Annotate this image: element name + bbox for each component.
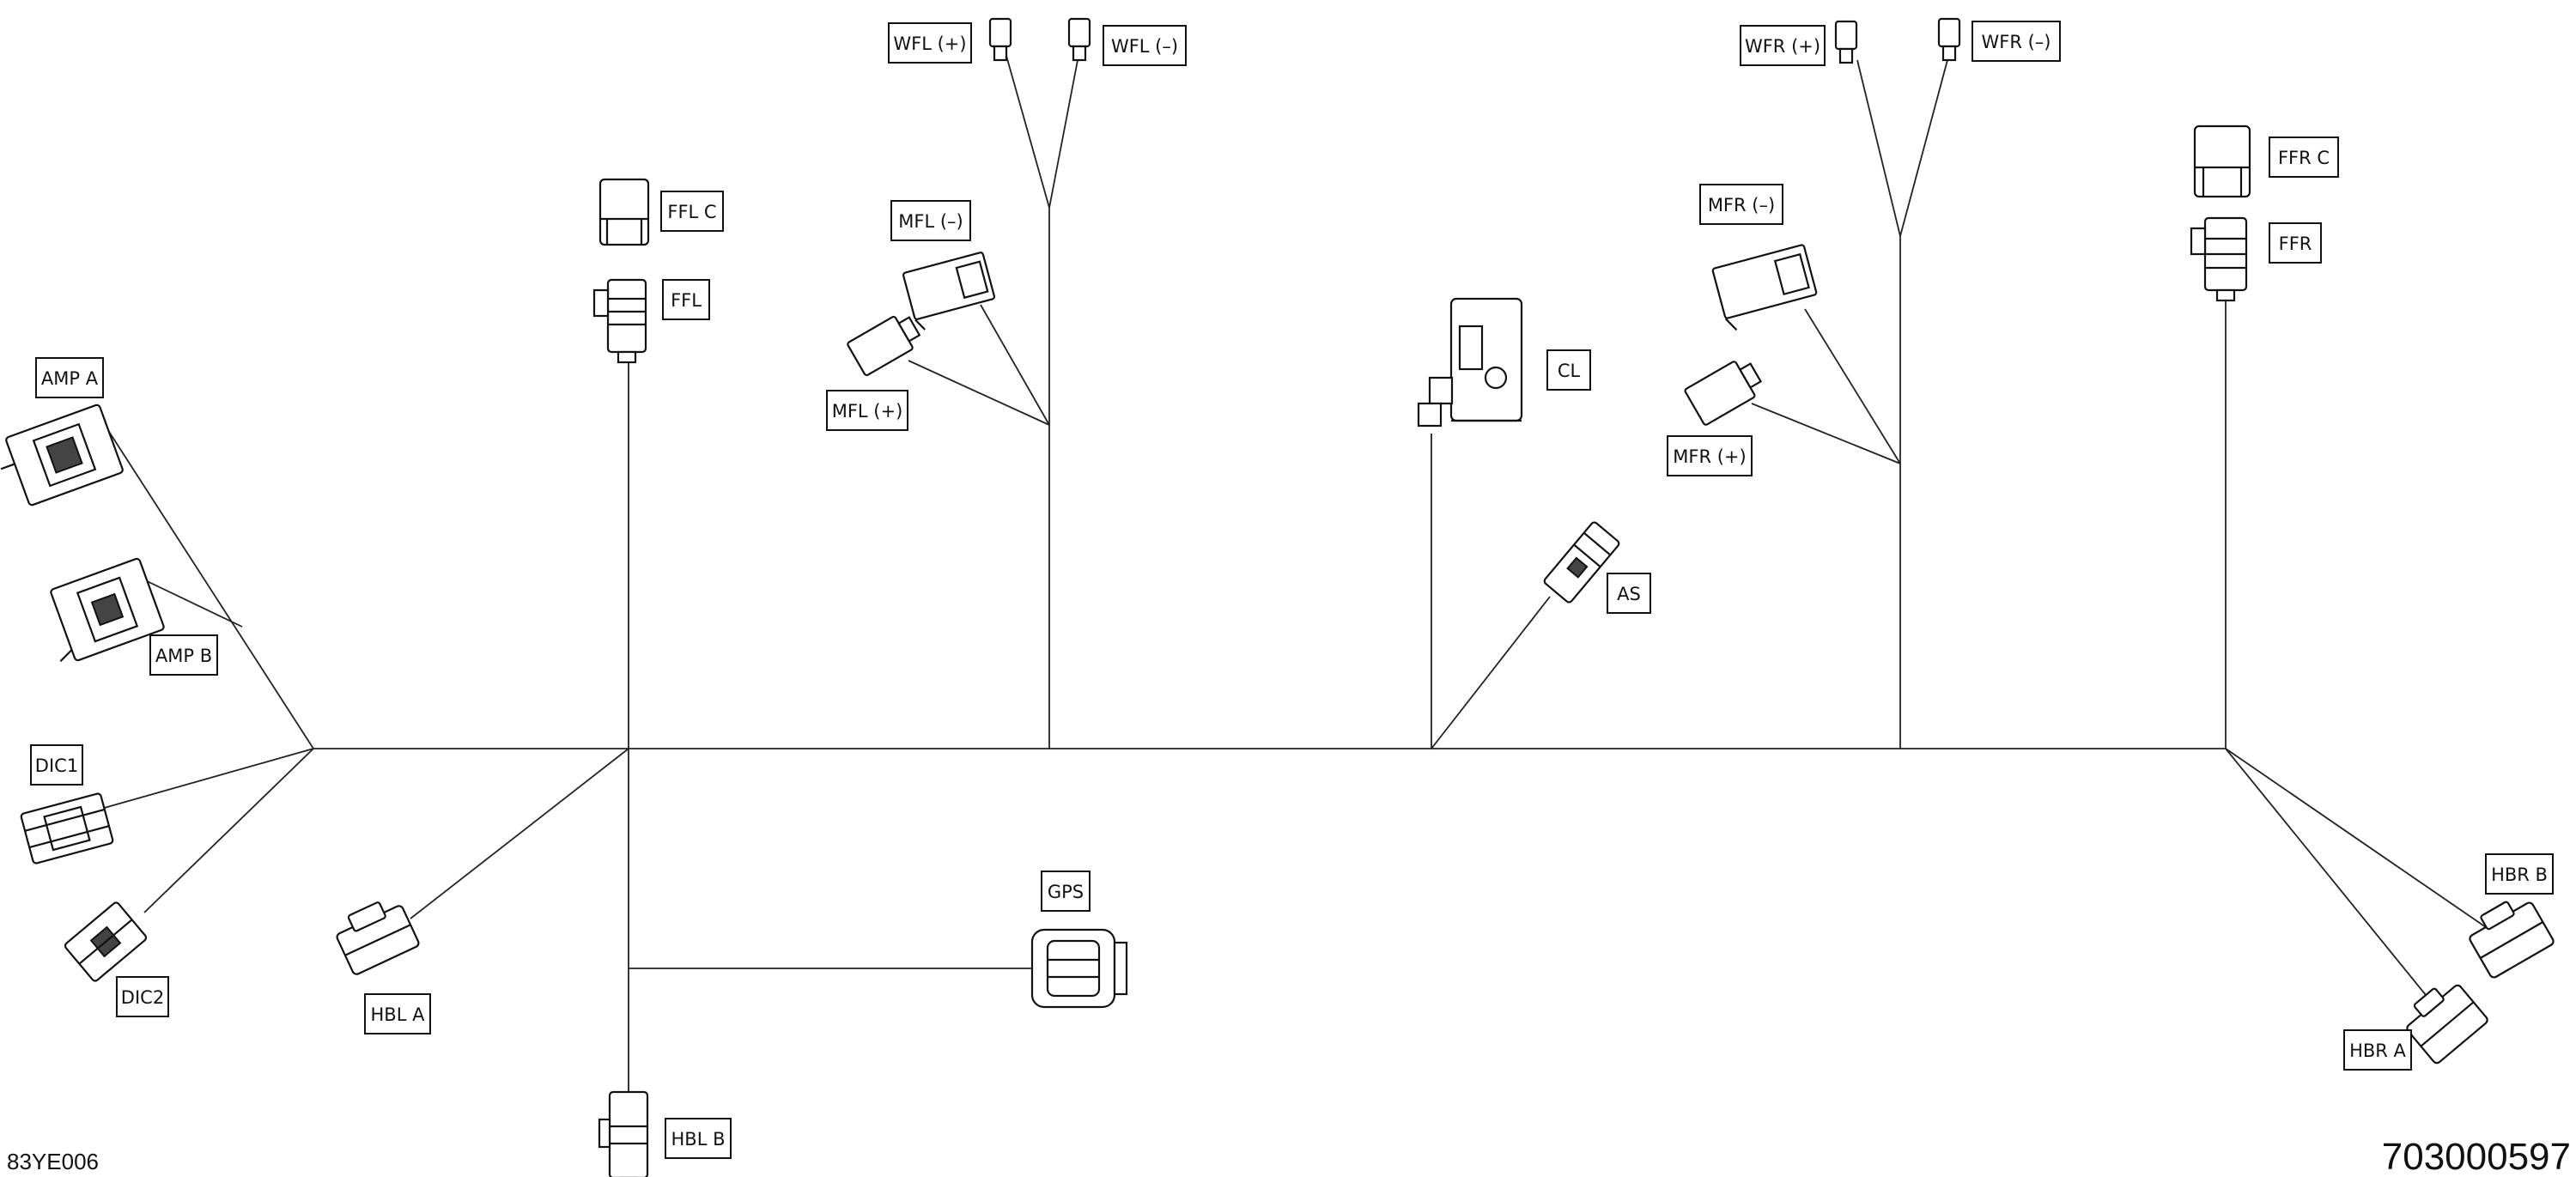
mfl-plus-connector (847, 315, 921, 377)
label-ffl: FFL (662, 279, 710, 320)
svg-text:AMP A: AMP A (41, 368, 99, 389)
label-hbr-a: HBR A (2343, 1029, 2412, 1071)
mfr-minus-connector (1711, 244, 1818, 331)
amp-a-connector (0, 403, 124, 507)
dic1-connector (20, 792, 114, 865)
label-wfr-minus: WFR (–) (1971, 21, 2061, 62)
wfr-plus-wire (1856, 59, 1901, 237)
connector-labels: AMP A AMP B DIC1 DIC2 HBL A HBL B GPS F (30, 21, 2554, 1159)
label-amp-b: AMP B (149, 634, 218, 676)
wfr-plus-connector (1834, 20, 1858, 64)
svg-text:WFR (+): WFR (+) (1745, 36, 1820, 57)
hbr-a-connector (2406, 984, 2488, 1065)
label-mfr-plus: MFR (+) (1667, 435, 1753, 476)
mfr-plus-connector (1684, 361, 1763, 426)
dic1-wire (100, 748, 314, 810)
label-dic2: DIC2 (116, 976, 169, 1017)
svg-text:FFL: FFL (671, 290, 702, 311)
svg-text:GPS: GPS (1048, 882, 1084, 902)
svg-text:CL: CL (1558, 361, 1581, 381)
svg-text:MFR (+): MFR (+) (1673, 446, 1746, 467)
hbl-a-connector (336, 901, 420, 975)
svg-text:FFR: FFR (2279, 234, 2312, 254)
ffl-connector (592, 278, 647, 364)
label-amp-a: AMP A (35, 357, 104, 398)
part-number: 703000597 (2382, 1136, 2571, 1177)
hbr-a-wire (2225, 748, 2438, 1010)
hbl-b-connector (598, 1090, 649, 1177)
label-ffl-c: FFL C (660, 191, 724, 232)
label-hbl-a: HBL A (364, 993, 431, 1034)
svg-text:MFL (+): MFL (+) (832, 401, 903, 422)
svg-text:HBL B: HBL B (671, 1129, 726, 1150)
label-wfl-minus: WFL (–) (1103, 25, 1187, 66)
svg-text:HBR A: HBR A (2349, 1040, 2406, 1061)
hbr-b-wire (2225, 748, 2487, 928)
amp-a-wire (102, 422, 314, 749)
svg-text:AS: AS (1617, 584, 1641, 604)
mfr-minus-wire (1804, 308, 1901, 464)
svg-text:WFL (–): WFL (–) (1111, 36, 1178, 57)
label-hbl-b: HBL B (665, 1118, 732, 1159)
wfr-minus-connector (1937, 17, 1961, 62)
svg-text:MFR (–): MFR (–) (1708, 195, 1775, 215)
label-ffr: FFR (2269, 222, 2322, 264)
label-mfl-minus: MFL (–) (890, 200, 971, 241)
wfr-minus-wire (1899, 59, 1948, 237)
wfl-plus-connector (988, 17, 1012, 62)
dic2-wire (143, 748, 314, 913)
ffl-c-connector (598, 178, 650, 246)
drawing-code: 83YE006 (7, 1149, 99, 1174)
label-mfr-minus: MFR (–) (1699, 184, 1783, 225)
wfl-minus-wire (1048, 55, 1079, 209)
svg-text:HBL A: HBL A (371, 1004, 426, 1025)
harness-wires (100, 55, 2487, 1092)
label-wfr-plus: WFR (+) (1740, 25, 1826, 66)
ffr-c-connector (2193, 124, 2251, 198)
svg-text:HBR B: HBR B (2491, 865, 2548, 885)
cl-connector (1417, 297, 1523, 428)
label-ffr-c: FFR C (2269, 137, 2339, 178)
label-as: AS (1607, 573, 1651, 614)
hbr-b-connector (2469, 901, 2555, 979)
ffr-connector (2190, 216, 2248, 302)
svg-text:AMP B: AMP B (155, 646, 212, 666)
as-connector (1543, 521, 1620, 604)
svg-text:DIC2: DIC2 (121, 987, 164, 1008)
harness-connectors (0, 17, 2555, 1177)
svg-text:WFL (+): WFL (+) (893, 33, 966, 54)
svg-text:FFL C: FFL C (667, 202, 716, 222)
label-dic1: DIC1 (30, 744, 83, 786)
dic2-connector (64, 901, 148, 982)
mfl-minus-wire (980, 304, 1050, 426)
wfl-minus-connector (1067, 17, 1091, 62)
svg-text:DIC1: DIC1 (35, 755, 78, 776)
label-cl: CL (1546, 349, 1591, 391)
label-mfl-plus: MFL (+) (826, 390, 908, 431)
wfl-plus-wire (1005, 55, 1050, 209)
label-wfl-plus: WFL (+) (888, 22, 972, 64)
as-wire (1431, 596, 1551, 749)
mfl-plus-wire (908, 360, 1050, 426)
svg-text:FFR C: FFR C (2278, 148, 2330, 168)
label-gps: GPS (1041, 871, 1091, 912)
svg-text:MFL (–): MFL (–) (898, 211, 963, 232)
mfl-minus-connector (902, 252, 996, 331)
hbl-a-wire (410, 748, 629, 919)
mfr-plus-wire (1751, 403, 1901, 464)
label-hbr-b: HBR B (2485, 853, 2554, 895)
svg-text:WFR (–): WFR (–) (1982, 32, 2051, 52)
gps-connector (1030, 928, 1128, 1009)
amp-b-connector (50, 557, 165, 663)
